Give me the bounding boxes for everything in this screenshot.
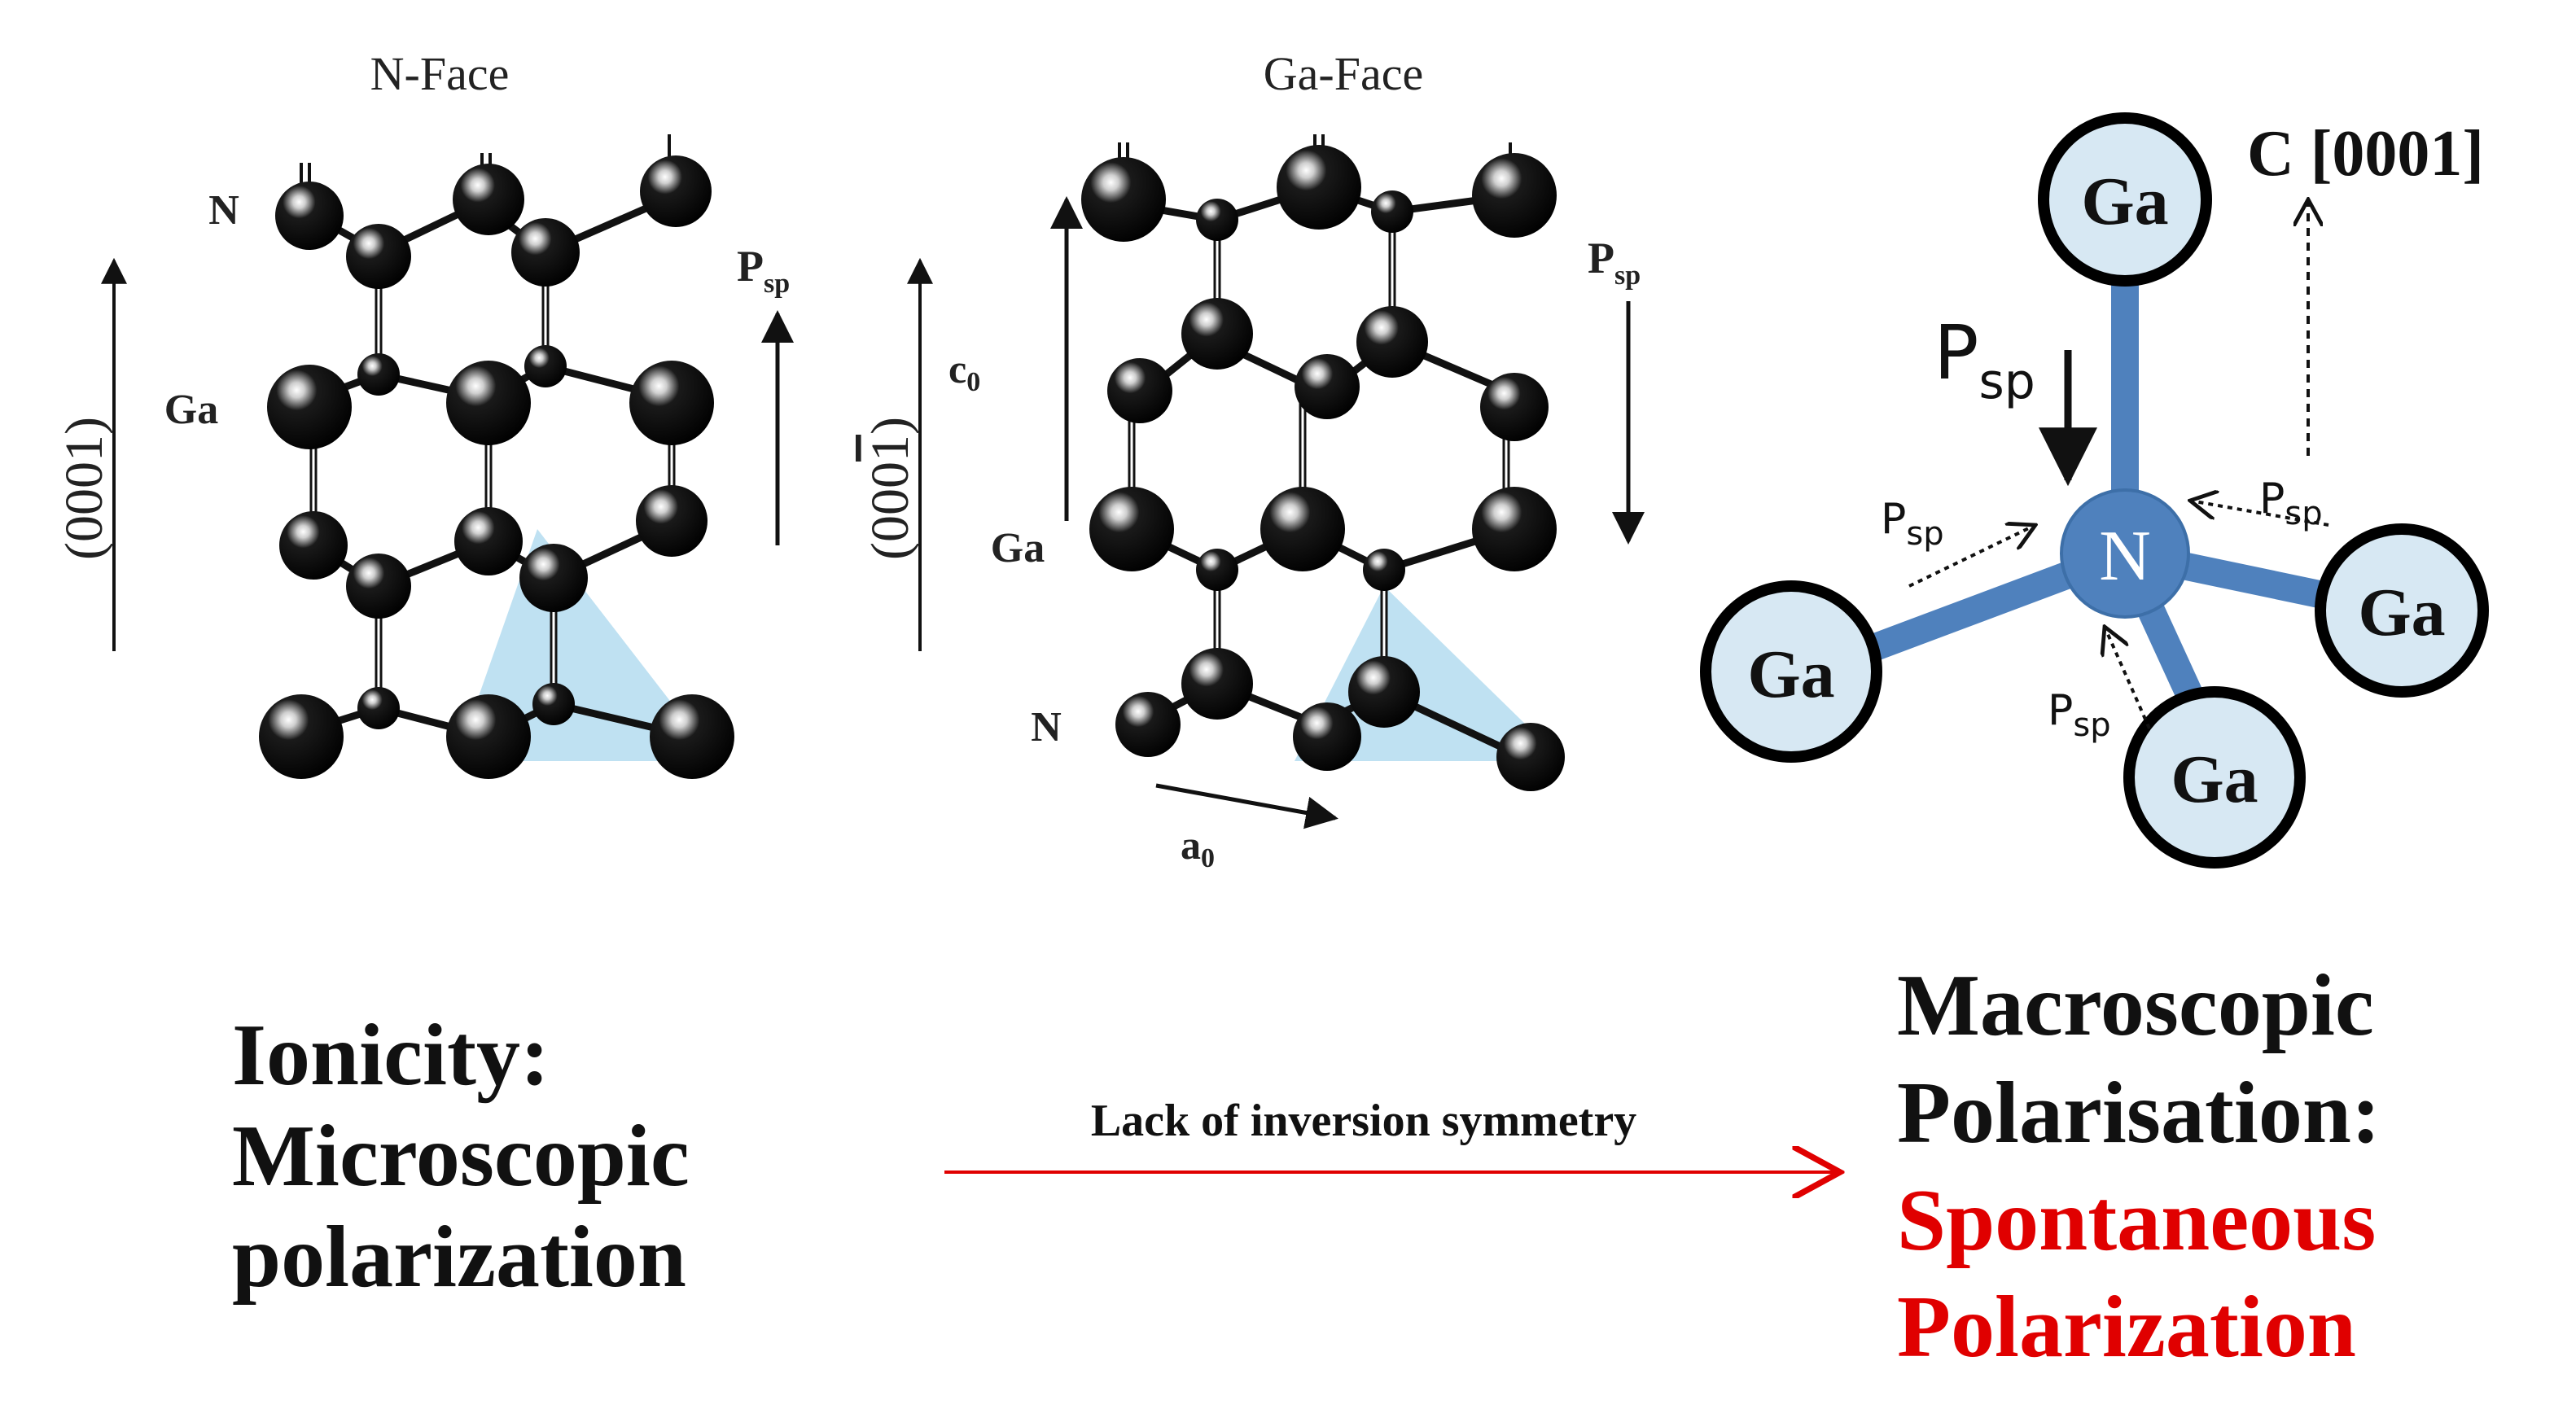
ionicity-line: Ionicity: (232, 1007, 550, 1104)
ga-face-a0-arrow (1155, 783, 1338, 829)
ga-face-psp-label: Psp (1588, 234, 1641, 291)
tetra-right-ga-atom (2315, 523, 2489, 698)
spontaneous-line: Spontaneous (1897, 1171, 2377, 1269)
tetra-bottom-ga-atom (2123, 686, 2306, 869)
tetrahedral-unit: N Ga Ga Ga Ga C [0001] Psp Psp Psp Psp (1700, 112, 2489, 869)
n-face-structure: N-Face (55, 47, 794, 779)
n-face-psp-label: Psp (737, 242, 790, 299)
polarization-line: polarization (232, 1209, 686, 1306)
macroscopic-polarisation-text: Macroscopic Polarisation: Spontaneous Po… (1897, 952, 2381, 1381)
tetra-psp-small-arrows (1908, 501, 2329, 729)
ga-face-a0-label: a0 (1181, 822, 1215, 873)
tetra-left-ga-atom (1700, 580, 1882, 763)
tetra-right-ga-label: Ga (2358, 575, 2445, 650)
ga-face-atoms (1081, 145, 1565, 791)
ga-face-label-ga: Ga (991, 525, 1045, 571)
inversion-symmetry-label: Lack of inversion symmetry (1091, 1096, 1636, 1146)
polarization-red-line: Polarization (1897, 1279, 2356, 1376)
tetra-bottom-ga-label: Ga (2171, 742, 2258, 817)
n-face-title: N-Face (370, 47, 510, 100)
ga-face-structure: Ga-Face (861, 47, 1645, 873)
polarisation-line: Polarisation: (1897, 1064, 2381, 1162)
tetra-psp-small-label-right: Psp (2259, 475, 2323, 532)
tetra-center-n-atom (2060, 488, 2190, 619)
n-face-axis-label: (0001) (55, 417, 114, 560)
tetra-top-ga-atom (2038, 112, 2212, 287)
ga-face-c0-label: c0 (948, 346, 980, 397)
ga-face-title: Ga-Face (1264, 47, 1423, 100)
tetra-psp-big-label: Psp (1934, 309, 2035, 410)
tetra-psp-small-label-left: Psp (1881, 495, 1944, 553)
microscopic-polarization-text: Ionicity: Microscopic polarization (232, 1005, 690, 1309)
tetra-top-ga-label: Ga (2081, 164, 2168, 239)
macroscopic-line: Macroscopic (1897, 957, 2374, 1054)
tetra-left-ga-label: Ga (1747, 637, 1834, 712)
n-face-label-ga: Ga (164, 387, 218, 433)
n-face-atoms (259, 155, 734, 779)
n-face-label-n: N (208, 187, 239, 234)
ga-face-axis-label: (0001) (861, 417, 920, 560)
ga-face-label-n: N (1031, 704, 1062, 750)
microscopic-line: Microscopic (232, 1108, 690, 1206)
tetra-center-label: N (2099, 517, 2151, 596)
n-face-bond-highlights (312, 252, 673, 700)
tetra-psp-small-label-bottom: Psp (2048, 686, 2111, 744)
c-axis-label: C [0001] (2247, 118, 2484, 190)
